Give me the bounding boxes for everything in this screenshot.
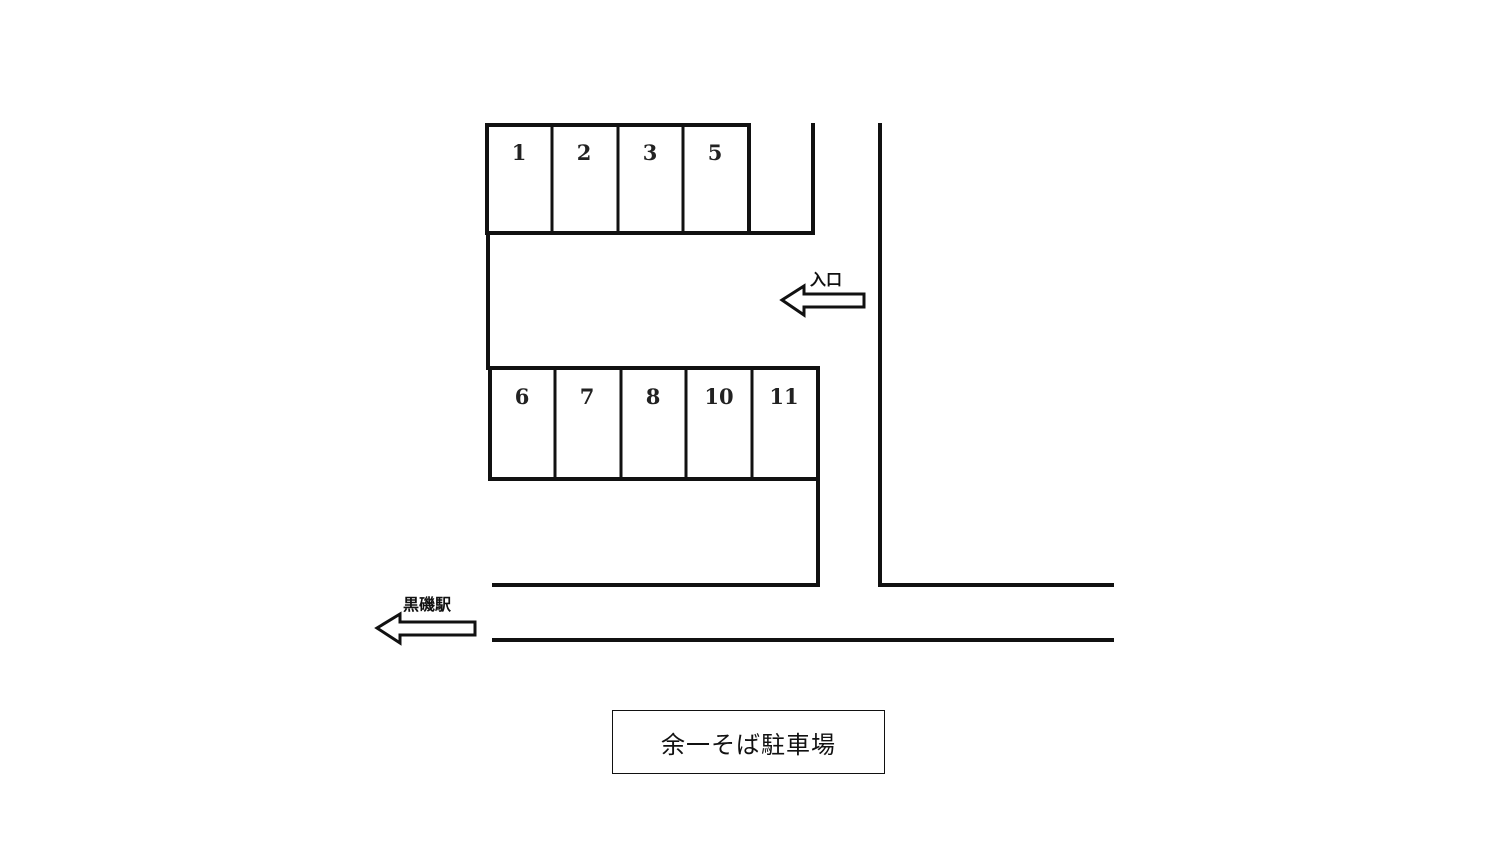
arrow-left-icon bbox=[779, 283, 866, 318]
road-edge-right bbox=[878, 123, 1114, 587]
parking-space-3: 3 bbox=[643, 140, 658, 165]
parking-space-11: 11 bbox=[769, 384, 798, 409]
lot-lower-boundary bbox=[492, 477, 820, 587]
top-right-wall bbox=[747, 123, 815, 235]
arrow-left-icon bbox=[374, 611, 477, 646]
map-title: 余一そば駐車場 bbox=[661, 730, 836, 759]
parking-space-2: 2 bbox=[577, 140, 592, 165]
station-label: 黒磯駅 bbox=[403, 595, 452, 614]
entrance-marker: 入口 bbox=[779, 270, 866, 318]
parking-space-7: 7 bbox=[580, 384, 595, 409]
parking-space-10: 10 bbox=[704, 384, 733, 409]
top-parking-row: 1 2 3 5 bbox=[485, 123, 751, 235]
map-title-box: 余一そば駐車場 bbox=[612, 710, 885, 774]
parking-space-6: 6 bbox=[515, 384, 530, 409]
bottom-parking-row: 6 7 8 10 11 bbox=[488, 366, 820, 481]
station-direction-marker: 黒磯駅 bbox=[374, 595, 477, 646]
bottom-row-outline bbox=[488, 366, 820, 481]
parking-space-8: 8 bbox=[646, 384, 661, 409]
parking-space-1: 1 bbox=[512, 140, 527, 165]
entrance-label: 入口 bbox=[810, 270, 842, 289]
parking-space-5: 5 bbox=[708, 140, 723, 165]
